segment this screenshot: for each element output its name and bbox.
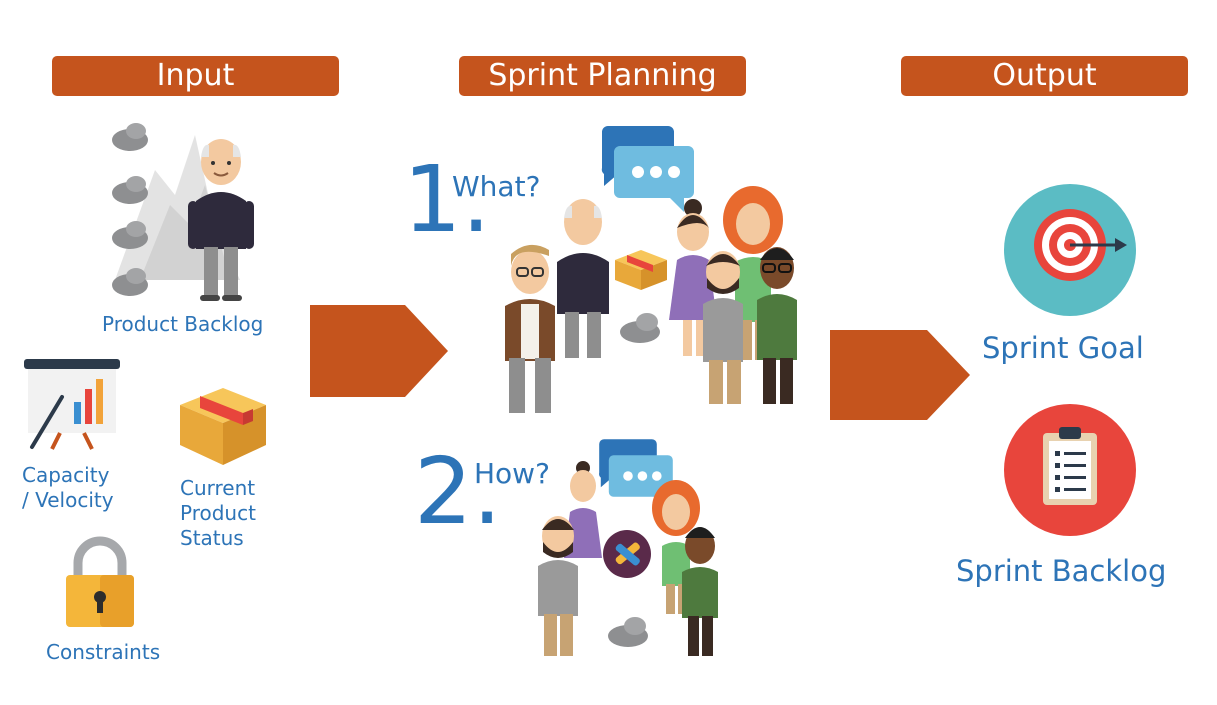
sprint-backlog-label: Sprint Backlog [956, 554, 1167, 588]
rock-icon [608, 617, 648, 647]
box-icon [615, 250, 667, 290]
current-product-status-label: Current Product Status [180, 476, 256, 551]
box-icon [180, 388, 266, 465]
person-icon [757, 247, 797, 404]
sprint-goal-label: Sprint Goal [982, 331, 1144, 365]
person-icon [505, 244, 555, 413]
person-icon [703, 251, 743, 404]
tools-icon [603, 530, 651, 578]
person-icon [188, 139, 254, 301]
target-icon [1004, 184, 1136, 316]
constraints-label: Constraints [46, 640, 161, 664]
current-label-line3: Status [180, 526, 244, 550]
person-icon [557, 199, 609, 358]
person-icon [682, 527, 718, 656]
sprint-planning-header: Sprint Planning [459, 56, 746, 96]
lock-icon [66, 536, 134, 627]
current-label-line1: Current [180, 476, 256, 500]
chat-bubble-icon [601, 126, 694, 212]
input-header: Input [52, 56, 339, 96]
flow-arrow-input-to-planning [310, 305, 448, 397]
step2-question: How? [474, 457, 550, 490]
rock-icon [620, 313, 660, 343]
planning-team-group [505, 186, 797, 413]
person-icon [564, 461, 602, 558]
capacity-label-line1: Capacity [22, 463, 110, 487]
product-backlog-label: Product Backlog [102, 312, 264, 336]
rock-icon [112, 123, 148, 296]
clipboard-icon [1004, 404, 1136, 536]
capacity-label-line2: / Velocity [22, 488, 114, 512]
step2-number: 2. [414, 438, 502, 545]
flow-arrow-planning-to-output [830, 330, 970, 420]
capacity-label: Capacity / Velocity [22, 463, 114, 513]
how-team-group [538, 461, 718, 656]
output-header: Output [901, 56, 1188, 96]
chat-bubble-icon [599, 439, 673, 508]
product-backlog-illustration [112, 123, 254, 301]
step1-number: 1. [403, 146, 491, 253]
chart-board-icon [24, 359, 120, 450]
person-icon [538, 516, 578, 656]
step1-question: What? [452, 170, 541, 203]
current-label-line2: Product [180, 501, 256, 525]
